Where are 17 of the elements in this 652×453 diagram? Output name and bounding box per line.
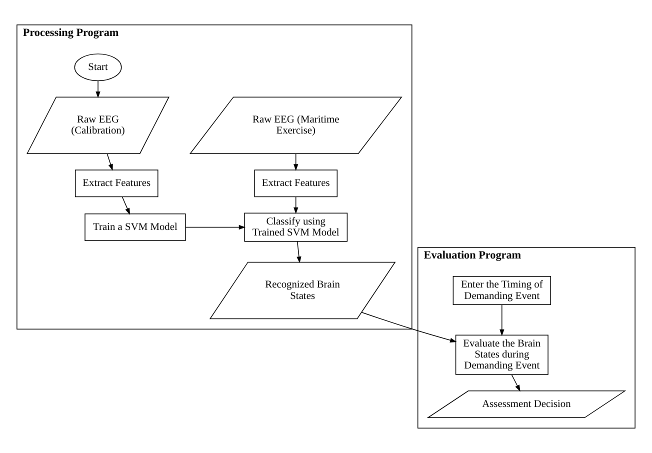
node-box: Extract Features: [254, 170, 338, 198]
node-box: Classify using Trained SVM Model: [244, 212, 348, 242]
arrow: [294, 153, 298, 171]
arrow: [294, 196, 298, 214]
arrow: [96, 80, 100, 98]
arrow: [122, 196, 130, 215]
node-box: Enter the Timing of Demanding Event: [452, 276, 551, 305]
node-box: Train a SVM Model: [84, 213, 186, 241]
arrow: [185, 224, 246, 230]
node-box: Extract Features: [74, 170, 158, 198]
arrow: [511, 374, 520, 392]
arrow: [500, 304, 504, 336]
arrow: [296, 241, 302, 264]
node-ellipse: Start: [74, 54, 122, 82]
arrow: [106, 153, 113, 171]
arrow: [361, 312, 457, 342]
node-box: Evaluate the Brain States during Demanding Event: [455, 334, 548, 375]
